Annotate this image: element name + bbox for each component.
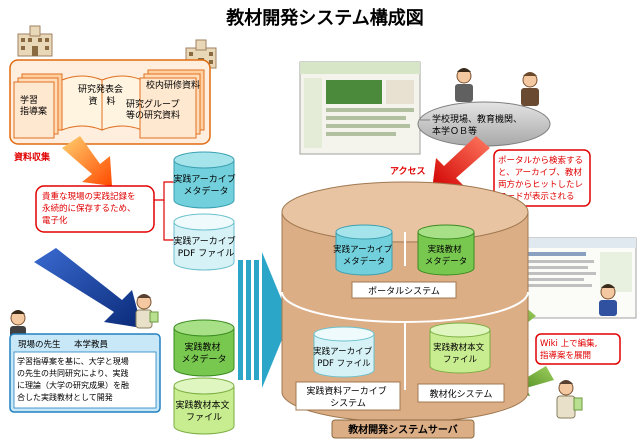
source-lesson-plan-label: 学習 指導案 xyxy=(20,94,47,117)
server-archive-pdf-db xyxy=(313,326,375,378)
archive-pdf-db xyxy=(173,213,235,271)
wiki-callout-text: Wiki 上で編集, 指導案を展開 xyxy=(540,338,600,361)
server-archive-metadata-db xyxy=(335,224,393,276)
editor-person-icon xyxy=(599,284,617,316)
archive-pdf-db-label: 実践アーカイブ PDF ファイル xyxy=(173,235,238,259)
portal-screenshot xyxy=(299,61,421,155)
archive-metadata-db-label: 実践アーカイブ メタデータ xyxy=(173,173,238,197)
user-person-icon xyxy=(455,68,473,102)
server-material-body-db xyxy=(429,322,491,374)
professor-person-icon xyxy=(135,294,159,329)
wiki-screenshot xyxy=(519,237,637,319)
wiki-callout xyxy=(535,333,621,365)
search-callout xyxy=(493,149,591,207)
digitize-callout xyxy=(35,185,155,233)
server-label-box xyxy=(331,419,475,439)
archive-metadata-db xyxy=(173,151,235,209)
source-documents-group xyxy=(9,59,211,145)
navy-arrow xyxy=(34,248,142,328)
teacher-box-header-b: 本学教員 xyxy=(74,339,109,350)
material-metadata-db-label: 実践教材 メタデータ xyxy=(181,341,226,365)
server-material-body-label: 実践教材本文 ファイル xyxy=(433,342,487,365)
server-material-metadata-db xyxy=(417,224,475,276)
school-building-icon xyxy=(17,25,53,57)
server-material-metadata-label: 実践教材 メタデータ xyxy=(425,244,468,267)
search-callout-text: ポータルから検索する と、アーカイブ、教材 両方からヒットしたレ コードが表示さ… xyxy=(498,155,586,202)
source-training-label: 校内研修資料 xyxy=(146,79,200,91)
digitize-connector xyxy=(154,181,174,201)
access-label: アクセス xyxy=(390,166,426,177)
editor-person-icon-2 xyxy=(556,380,583,419)
material-body-db-label: 実践教材本文 ファイル xyxy=(176,399,233,423)
server-archive-pdf-label: 実践アーカイブ PDF ファイル xyxy=(313,346,375,369)
teacher-box-body-bg xyxy=(13,351,157,409)
portal-label-box xyxy=(351,281,457,299)
diagram-title: 教材開発システム構成図 xyxy=(226,7,423,29)
digitize-callout-text: 貴重な現場の実践記録を 永続的に保存するため、 電子化 xyxy=(42,191,138,226)
orange-arrow xyxy=(62,136,112,186)
source-research-group-label: 研究グループ 等の研究資料 xyxy=(126,98,182,121)
portal-label: ポータルシステム xyxy=(368,286,440,297)
collect-label: 資料収集 xyxy=(14,151,51,163)
user-person-icon-2 xyxy=(521,72,539,106)
users-bubble-text: 学校現場、教育機関、 本学ＯＢ等 xyxy=(432,113,525,137)
archive-system-label: 実践資料アーカイブ システム xyxy=(306,385,389,409)
teacher-box-header-a: 現場の先生 xyxy=(18,339,61,350)
red-arrow xyxy=(432,136,490,190)
digitize-connector-2 xyxy=(163,200,174,241)
teacher-box-body: 学習指導案を基に、大学と現場 の先生の共同研究により、実践 に理論（大学の研究成… xyxy=(17,356,132,402)
source-presentation-label: 研究発表会 資 料 xyxy=(78,83,126,107)
material-system-box xyxy=(417,383,505,403)
archive-system-box xyxy=(295,381,401,411)
material-body-db xyxy=(173,377,235,435)
material-system-label: 教材化システム xyxy=(430,388,493,400)
material-metadata-db xyxy=(173,319,235,377)
server-archive-metadata-label: 実践アーカイブ メタデータ xyxy=(333,244,395,267)
teal-arrow xyxy=(238,252,290,388)
server-label: 教材開発システムサーバ xyxy=(347,423,458,436)
